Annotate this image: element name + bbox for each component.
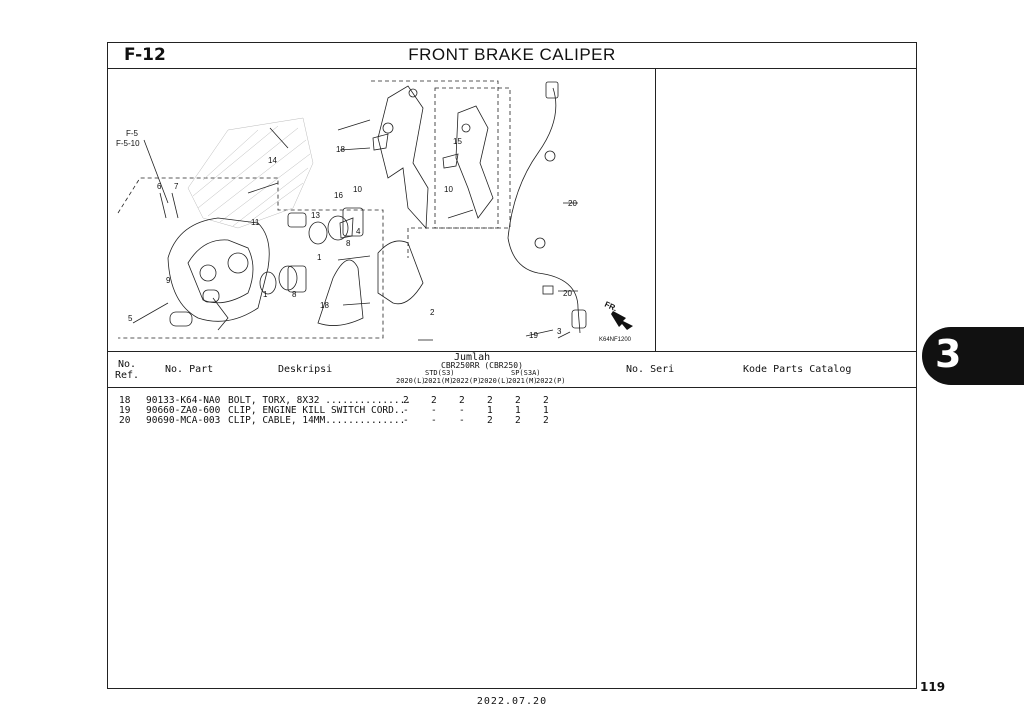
ref-label-f5-10: F-5-10 bbox=[116, 139, 140, 148]
col-deskripsi: Deskripsi bbox=[278, 364, 333, 375]
cell-qty: - bbox=[459, 415, 465, 426]
callout-13: 13 bbox=[311, 211, 320, 220]
col-year-4: 2020(L) bbox=[480, 377, 510, 385]
col-jumlah: Jumlah bbox=[454, 352, 491, 363]
page-title: FRONT BRAKE CALIPER bbox=[408, 45, 616, 64]
cell-qty: 2 bbox=[515, 415, 521, 426]
cell-qty: - bbox=[431, 405, 437, 416]
col-no-ref-line1: No. bbox=[118, 359, 137, 370]
callout-10a: 10 bbox=[353, 185, 362, 194]
callout-18a: 18 bbox=[336, 145, 345, 154]
callout-19: 19 bbox=[529, 331, 538, 340]
illustration-code: K64NF1200 bbox=[599, 337, 632, 343]
cell-part-no: 90133-K64-NA0 bbox=[146, 395, 221, 406]
cell-qty: - bbox=[459, 405, 465, 416]
callout-4: 4 bbox=[356, 227, 361, 236]
col-year-3: 2022(P) bbox=[452, 377, 482, 385]
callout-5: 5 bbox=[128, 314, 133, 323]
print-date: 2022.07.20 bbox=[476, 696, 548, 707]
col-year-2: 2021(M) bbox=[424, 377, 454, 385]
callout-8b: 8 bbox=[346, 239, 351, 248]
callout-3: 3 bbox=[557, 327, 562, 336]
callout-2: 2 bbox=[430, 308, 435, 317]
page-number: 119 bbox=[920, 680, 946, 694]
col-sp: SP(S3A) bbox=[511, 369, 541, 377]
figure-code: F-12 bbox=[124, 45, 166, 65]
callout-1a: 1 bbox=[263, 290, 268, 299]
front-direction-label: FR. bbox=[603, 300, 618, 314]
exploded-view-drawing: F-5 F-5-10 1 1 2 3 4 5 6 7 8 8 9 10 10 1… bbox=[116, 80, 633, 343]
callout-8a: 8 bbox=[292, 290, 297, 299]
parts-diagram: F-5 F-5-10 1 1 2 3 4 5 6 7 8 8 9 10 10 1… bbox=[108, 68, 656, 351]
col-std: STD(S3) bbox=[425, 369, 455, 377]
callout-14: 14 bbox=[268, 156, 277, 165]
callout-7: 7 bbox=[174, 182, 179, 191]
table-row: 19 90660-ZA0-600 CLIP, ENGINE KILL SWITC… bbox=[108, 405, 916, 416]
cell-qty: 2 bbox=[515, 395, 521, 406]
cell-ref: 20 bbox=[119, 415, 131, 426]
col-no-ref-line2: Ref. bbox=[115, 370, 140, 381]
cell-part-no: 90690-MCA-003 bbox=[146, 415, 221, 426]
col-year-6: 2022(P) bbox=[536, 377, 566, 385]
cell-qty: - bbox=[431, 415, 437, 426]
cell-qty: 1 bbox=[487, 405, 493, 416]
ref-label-f5: F-5 bbox=[126, 129, 139, 138]
table-row: 18 90133-K64-NA0 BOLT, TORX, 8X32 ......… bbox=[108, 395, 916, 406]
cell-qty: 2 bbox=[403, 395, 409, 406]
callout-1b: 1 bbox=[317, 253, 322, 262]
cell-ref: 19 bbox=[119, 405, 131, 416]
section-tab bbox=[922, 327, 1024, 385]
cell-part-no: 90660-ZA0-600 bbox=[146, 405, 221, 416]
section-tab-number: 3 bbox=[935, 332, 962, 376]
col-year-1: 2020(L) bbox=[396, 377, 426, 385]
callout-20b: 20 bbox=[563, 289, 572, 298]
page-frame: F-12 FRONT BRAKE CALIPER bbox=[107, 42, 917, 689]
col-no-part: No. Part bbox=[165, 364, 214, 375]
cell-qty: 2 bbox=[459, 395, 465, 406]
page-header: F-12 FRONT BRAKE CALIPER bbox=[108, 43, 916, 69]
cell-qty: - bbox=[403, 405, 409, 416]
cell-qty: 1 bbox=[543, 405, 549, 416]
callout-10b: 10 bbox=[444, 185, 453, 194]
parts-table-header: No. Ref. No. Part Deskripsi Jumlah CBR25… bbox=[108, 351, 916, 388]
cell-qty: - bbox=[403, 415, 409, 426]
cell-ref: 18 bbox=[119, 395, 131, 406]
table-row: 20 90690-MCA-003 CLIP, CABLE, 14MM......… bbox=[108, 415, 916, 426]
callout-6: 6 bbox=[157, 182, 162, 191]
col-no-seri: No. Seri bbox=[626, 364, 675, 375]
callout-15: 15 bbox=[453, 137, 462, 146]
col-kode-parts-catalog: Kode Parts Catalog bbox=[743, 364, 852, 375]
cell-qty: 2 bbox=[487, 415, 493, 426]
callout-18b: 18 bbox=[320, 301, 329, 310]
callout-20a: 20 bbox=[568, 199, 577, 208]
cell-desc: BOLT, TORX, 8X32 ............... bbox=[228, 395, 412, 406]
cell-qty: 2 bbox=[487, 395, 493, 406]
col-year-5: 2021(M) bbox=[508, 377, 538, 385]
col-model: CBR250RR (CBR250) bbox=[441, 361, 523, 370]
callout-9: 9 bbox=[166, 276, 171, 285]
cell-qty: 1 bbox=[515, 405, 521, 416]
callout-16: 16 bbox=[334, 191, 343, 200]
callout-11: 11 bbox=[251, 218, 260, 227]
cell-desc: CLIP, ENGINE KILL SWITCH CORD.. bbox=[228, 405, 406, 416]
cell-qty: 2 bbox=[431, 395, 437, 406]
cell-qty: 2 bbox=[543, 395, 549, 406]
cell-desc: CLIP, CABLE, 14MM.............. bbox=[228, 415, 406, 426]
parts-table-body: 18 90133-K64-NA0 BOLT, TORX, 8X32 ......… bbox=[108, 395, 916, 426]
cell-qty: 2 bbox=[543, 415, 549, 426]
